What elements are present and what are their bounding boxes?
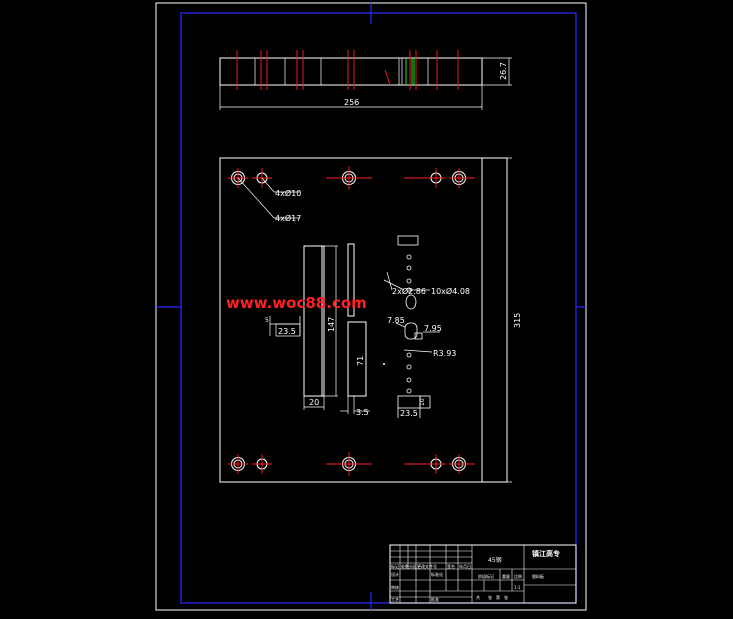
row-holes-label: 10xØ4.08 bbox=[431, 286, 470, 296]
plan-height-label: 315 bbox=[513, 313, 522, 328]
row-design-label: 设计 bbox=[391, 571, 399, 577]
stage-label: 阶段标记 bbox=[478, 573, 494, 579]
top-view-center-lines bbox=[236, 50, 459, 90]
bolt-hole bbox=[326, 452, 372, 476]
header-col-2: 处数 bbox=[401, 563, 409, 569]
centering-marks bbox=[156, 3, 586, 610]
bolt-hole bbox=[449, 168, 475, 188]
top-view-outline bbox=[219, 57, 483, 86]
sheet-number-unit: 张 bbox=[504, 594, 508, 600]
scale-label: 比例 bbox=[514, 573, 522, 579]
part-name: 脱料板 bbox=[532, 573, 544, 579]
short-bar-slot bbox=[340, 243, 370, 414]
slot-gap-label: 3.5 bbox=[356, 408, 369, 417]
ejector-hole-column bbox=[397, 235, 431, 418]
top-view-height-dimension bbox=[482, 57, 512, 86]
school-name: 镇江高专 bbox=[532, 549, 560, 558]
slot-width-label-1: 7.85 bbox=[387, 316, 405, 325]
pin-hole bbox=[404, 168, 446, 188]
long-bar-length-label: 147 bbox=[327, 317, 336, 332]
bar-width-label: 20 bbox=[309, 398, 319, 407]
sheet-total-label: 共 bbox=[476, 594, 480, 600]
header-col-3: 分区 bbox=[409, 563, 417, 569]
left-offset-dimension bbox=[269, 316, 301, 337]
inner-drawing-border bbox=[180, 12, 577, 604]
bottom-offset-label: 23.5 bbox=[400, 409, 418, 418]
watermark-text: www.woc88.com bbox=[226, 294, 367, 312]
bolt-hole bbox=[449, 454, 475, 474]
bolt-hole bbox=[326, 166, 372, 190]
top-hole-row bbox=[228, 166, 475, 190]
ejector-leader-lines bbox=[383, 271, 440, 353]
row-standard-label: 标准化 bbox=[431, 571, 443, 577]
long-bar-slot bbox=[303, 245, 338, 410]
top-view-accent-lines bbox=[405, 58, 415, 85]
pin-hole bbox=[252, 454, 272, 474]
top-view-width-label: 256 bbox=[344, 98, 359, 107]
hole-callout-d17: 4xØ17 bbox=[275, 213, 301, 223]
top-view-height-label: 26.7 bbox=[499, 62, 508, 80]
hole-callout-d10: 4xØ10 bbox=[275, 188, 301, 198]
hole-leader-lines bbox=[237, 177, 300, 219]
bottom-hole-row bbox=[228, 452, 475, 476]
sheet-total-unit: 张 bbox=[488, 594, 492, 600]
plan-view-side-strip bbox=[481, 157, 508, 483]
scale-value: 1:1 bbox=[514, 585, 521, 590]
header-col-5: 签名 bbox=[447, 563, 455, 569]
small-holes-label: 2xØ2.86 bbox=[392, 286, 426, 296]
left-mark-label: 5 bbox=[265, 317, 269, 324]
radius-label: R3.93 bbox=[433, 349, 456, 358]
weight-label: 重量 bbox=[502, 573, 510, 579]
row-review-label: 审核 bbox=[391, 584, 399, 590]
title-block: 45钢 镇江高专 脱料板 标记 处数 分区 更改文件号 签名 年月日 设计 标准… bbox=[389, 544, 577, 604]
header-col-6: 年月日 bbox=[459, 563, 471, 569]
pin-hole bbox=[404, 454, 446, 474]
header-col-4: 更改文件号 bbox=[417, 563, 437, 569]
header-col-1: 标记 bbox=[391, 563, 399, 569]
sheet-number-label: 第 bbox=[496, 594, 500, 600]
top-view-hidden-lines bbox=[254, 58, 429, 85]
block-dim-label: 10 bbox=[419, 398, 426, 406]
slot-width-label-2: 7.95 bbox=[424, 324, 442, 333]
bolt-hole bbox=[228, 454, 248, 474]
top-view-width-dimension bbox=[219, 85, 483, 110]
plan-view: 4xØ10 4xØ17 147 20 71 3.5 bbox=[219, 157, 522, 483]
left-offset-label: 23.5 bbox=[278, 327, 296, 336]
plan-height-dimension bbox=[507, 157, 512, 483]
material-label: 45钢 bbox=[488, 556, 502, 564]
row-process-label: 工艺 bbox=[391, 597, 399, 602]
reference-dot bbox=[383, 363, 385, 365]
top-view: 256 26.7 bbox=[219, 50, 512, 110]
row-approve-label: 批准 bbox=[431, 596, 439, 602]
short-bar-length-label: 71 bbox=[356, 356, 365, 366]
